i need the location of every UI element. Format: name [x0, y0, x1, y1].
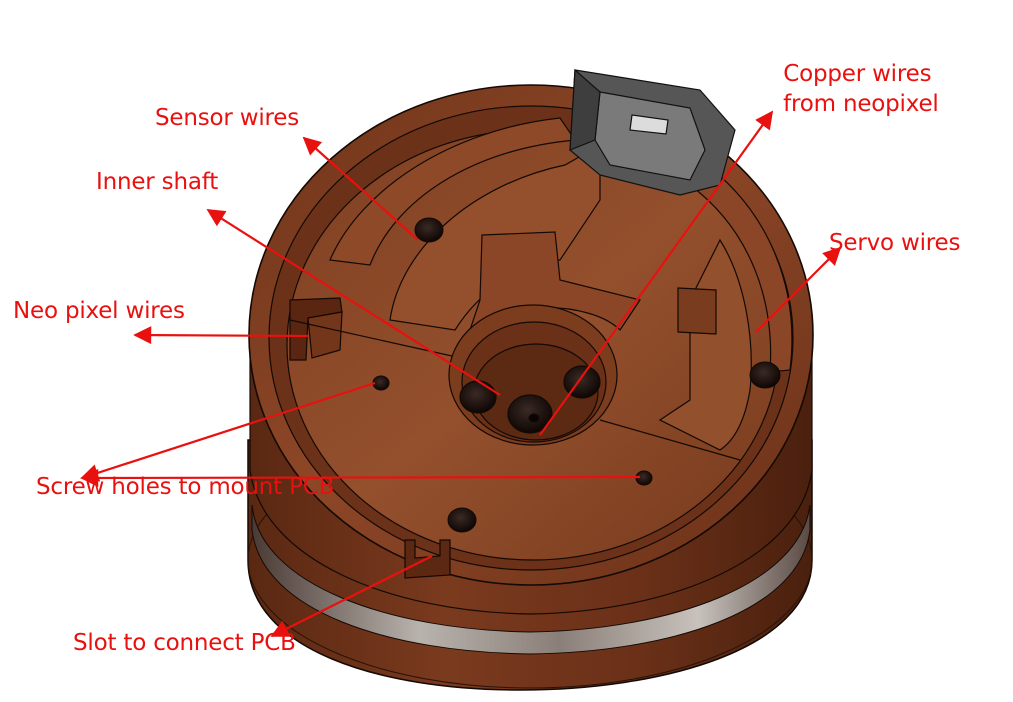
label-servo-wires: Servo wires: [829, 230, 961, 256]
label-sensor-wires: Sensor wires: [155, 105, 300, 131]
arrow-slot-pcb: [270, 555, 433, 637]
screw-holes: [372, 217, 781, 533]
label-screw-holes: Screw holes to mount PCB: [36, 474, 335, 500]
arrow-neo-pixel-wires: [133, 326, 309, 345]
arrow-screw-hole-2: [80, 381, 376, 482]
neopixel-pocket-floor: [307, 311, 343, 359]
screw-hole-4: [447, 507, 477, 533]
screw-hole-1: [414, 217, 444, 243]
central-bore: [448, 304, 618, 446]
servo-land-step: [677, 287, 717, 335]
label-copper-wires: Copper wires from neopixel: [783, 61, 939, 117]
arrow-inner-shaft: [206, 209, 501, 396]
servo-land: [658, 238, 752, 451]
shaft-hole-center: [507, 394, 553, 434]
floor-divider-left: [289, 319, 471, 361]
floor-divider-right: [599, 419, 741, 461]
top-arc-wall: [329, 117, 577, 266]
annotation-arrows: [80, 110, 842, 637]
screw-hole-2: [372, 375, 390, 391]
metal-band: [251, 504, 811, 655]
shaft-hole-left: [459, 380, 497, 414]
screw-hole-5: [749, 361, 781, 389]
connector: [569, 68, 736, 196]
arrow-sensor-wires: [302, 136, 419, 241]
label-neo-pixel-wires: Neo pixel wires: [13, 298, 185, 324]
connector-slot: [629, 114, 669, 135]
shaft-pin: [528, 413, 540, 423]
label-slot-pcb: Slot to connect PCB: [73, 630, 296, 656]
arrow-servo-wires: [755, 246, 842, 333]
arrow-screw-hole-3: [80, 468, 641, 487]
arrow-copper-wires: [539, 110, 774, 436]
internal-ribs: [289, 117, 793, 579]
label-inner-shaft: Inner shaft: [96, 169, 219, 195]
connector-latch: [569, 68, 601, 151]
